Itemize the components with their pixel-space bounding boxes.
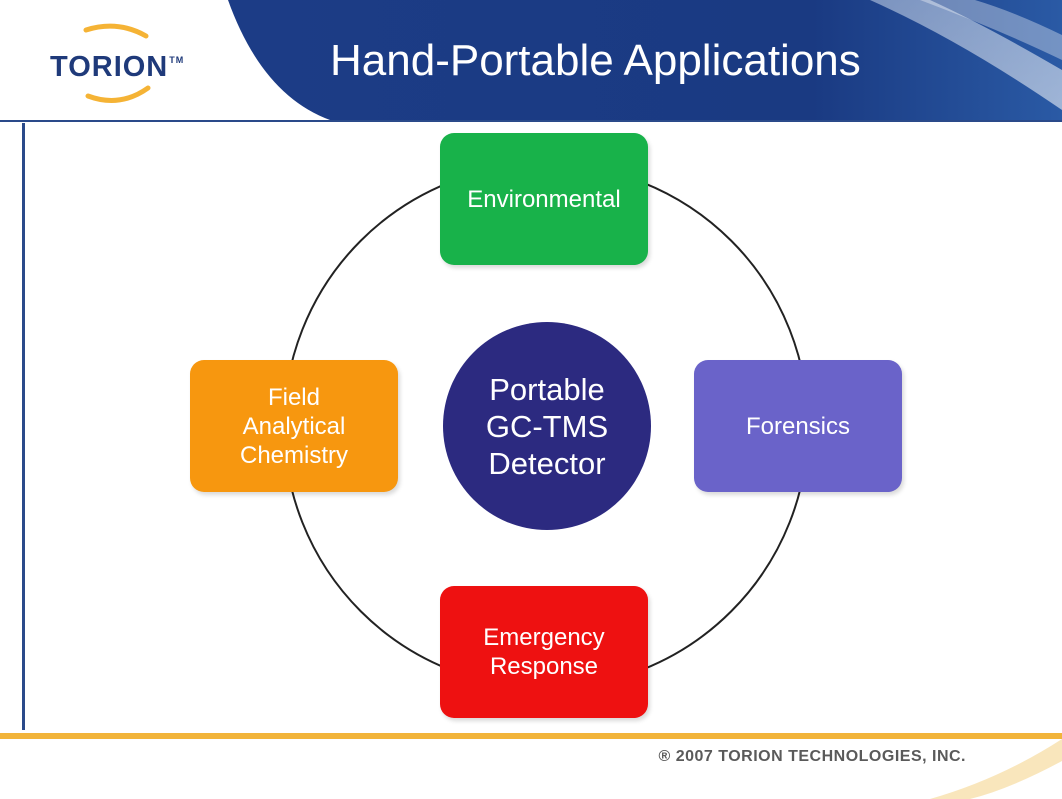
logo-name: TORION [50, 51, 169, 83]
node-emergency-response: Emergency Response [440, 586, 648, 718]
header-band: TORIONTM Hand-Portable Applications [0, 0, 1062, 120]
center-hub-label: Portable GC-TMS Detector [485, 371, 609, 481]
node-environmental: Environmental [440, 133, 648, 265]
header-background [0, 0, 1062, 120]
torion-logo: TORIONTM [28, 18, 208, 108]
node-emergency-label: Emergency Response [483, 624, 605, 680]
copyright-notice: ® 2007 TORION TECHNOLOGIES, INC. [658, 748, 966, 765]
node-field-analytical-chemistry: Field Analytical Chemistry [190, 360, 398, 492]
center-hub: Portable GC-TMS Detector [443, 322, 651, 530]
footer-divider [0, 733, 1062, 739]
node-forensics-label: Forensics [745, 412, 851, 440]
left-margin-rule [22, 123, 25, 730]
node-forensics: Forensics [694, 360, 902, 492]
footer-swoosh-icon [930, 739, 1062, 799]
header-divider [0, 120, 1062, 122]
logo-wordmark: TORIONTM [50, 51, 184, 84]
logo-arc-icon [83, 23, 151, 103]
node-field-label: Field Analytical Chemistry [239, 383, 348, 469]
logo-trademark: TM [169, 55, 185, 65]
slide-title: Hand-Portable Applications [330, 36, 861, 85]
node-environmental-label: Environmental [467, 185, 621, 213]
